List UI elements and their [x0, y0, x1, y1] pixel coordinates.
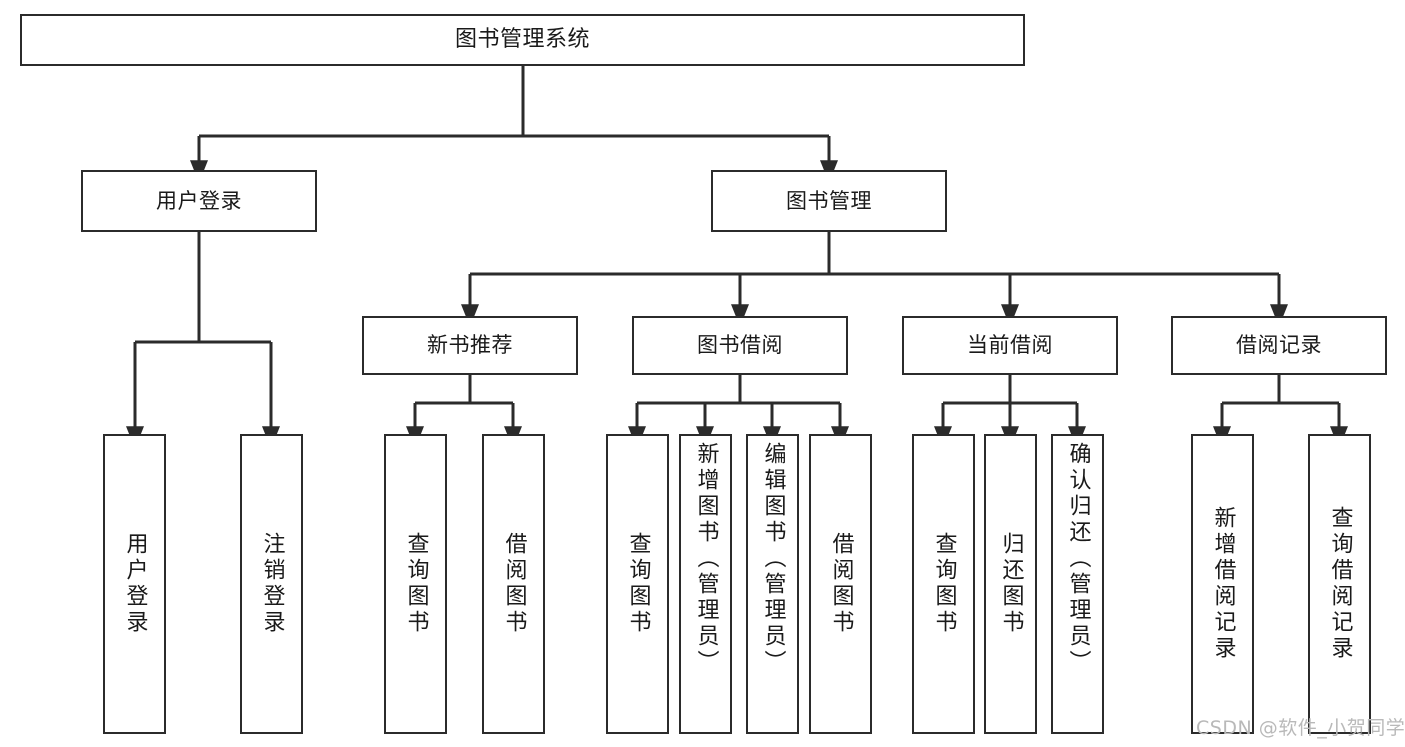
- node-new-book-recommend[interactable]: 新书推荐: [362, 316, 578, 375]
- node-current-borrow[interactable]: 当前借阅: [902, 316, 1118, 375]
- node-label: 新书推荐: [427, 333, 513, 358]
- leaf-logout[interactable]: 注销登录: [240, 434, 303, 734]
- node-label: 注销登录: [259, 532, 285, 636]
- node-user-login[interactable]: 用户登录: [81, 170, 317, 232]
- watermark-text: CSDN @软件_小贺同学: [1196, 717, 1405, 739]
- node-label: 归还图书: [998, 532, 1024, 636]
- node-label: 查询图书: [625, 532, 651, 636]
- leaf-return-book[interactable]: 归还图书: [984, 434, 1037, 734]
- node-label: 用户登录: [156, 188, 242, 213]
- node-label: 当前借阅: [967, 333, 1053, 358]
- node-label: 查询图书: [403, 532, 429, 636]
- node-label: 新增图书（管理员）: [693, 442, 719, 676]
- node-label: 确认归还（管理员）: [1065, 442, 1091, 676]
- leaf-query-book-current[interactable]: 查询图书: [912, 434, 975, 734]
- node-label: 图书管理: [786, 188, 872, 213]
- node-label: 图书管理系统: [454, 27, 590, 53]
- node-label: 借阅记录: [1236, 333, 1322, 358]
- leaf-confirm-return-admin[interactable]: 确认归还（管理员）: [1051, 434, 1104, 734]
- node-label: 查询图书: [931, 532, 957, 636]
- leaf-query-book-recommend[interactable]: 查询图书: [384, 434, 447, 734]
- node-borrow-record[interactable]: 借阅记录: [1171, 316, 1387, 375]
- node-label: 借阅图书: [828, 532, 854, 636]
- node-label: 新增借阅记录: [1210, 506, 1236, 662]
- leaf-add-book-admin[interactable]: 新增图书（管理员）: [679, 434, 732, 734]
- leaf-query-book-borrow[interactable]: 查询图书: [606, 434, 669, 734]
- node-label: 用户登录: [122, 532, 148, 636]
- node-label: 查询借阅记录: [1327, 506, 1353, 662]
- node-label: 借阅图书: [501, 532, 527, 636]
- node-label: 编辑图书（管理员）: [760, 442, 786, 676]
- leaf-borrow-book-recommend[interactable]: 借阅图书: [482, 434, 545, 734]
- leaf-query-borrow-record[interactable]: 查询借阅记录: [1308, 434, 1371, 734]
- node-label: 图书借阅: [697, 333, 783, 358]
- node-book-management[interactable]: 图书管理: [711, 170, 947, 232]
- node-book-borrow[interactable]: 图书借阅: [632, 316, 848, 375]
- node-book-management-system[interactable]: 图书管理系统: [20, 14, 1025, 66]
- leaf-borrow-book[interactable]: 借阅图书: [809, 434, 872, 734]
- leaf-add-borrow-record[interactable]: 新增借阅记录: [1191, 434, 1254, 734]
- leaf-edit-book-admin[interactable]: 编辑图书（管理员）: [746, 434, 799, 734]
- leaf-user-login[interactable]: 用户登录: [103, 434, 166, 734]
